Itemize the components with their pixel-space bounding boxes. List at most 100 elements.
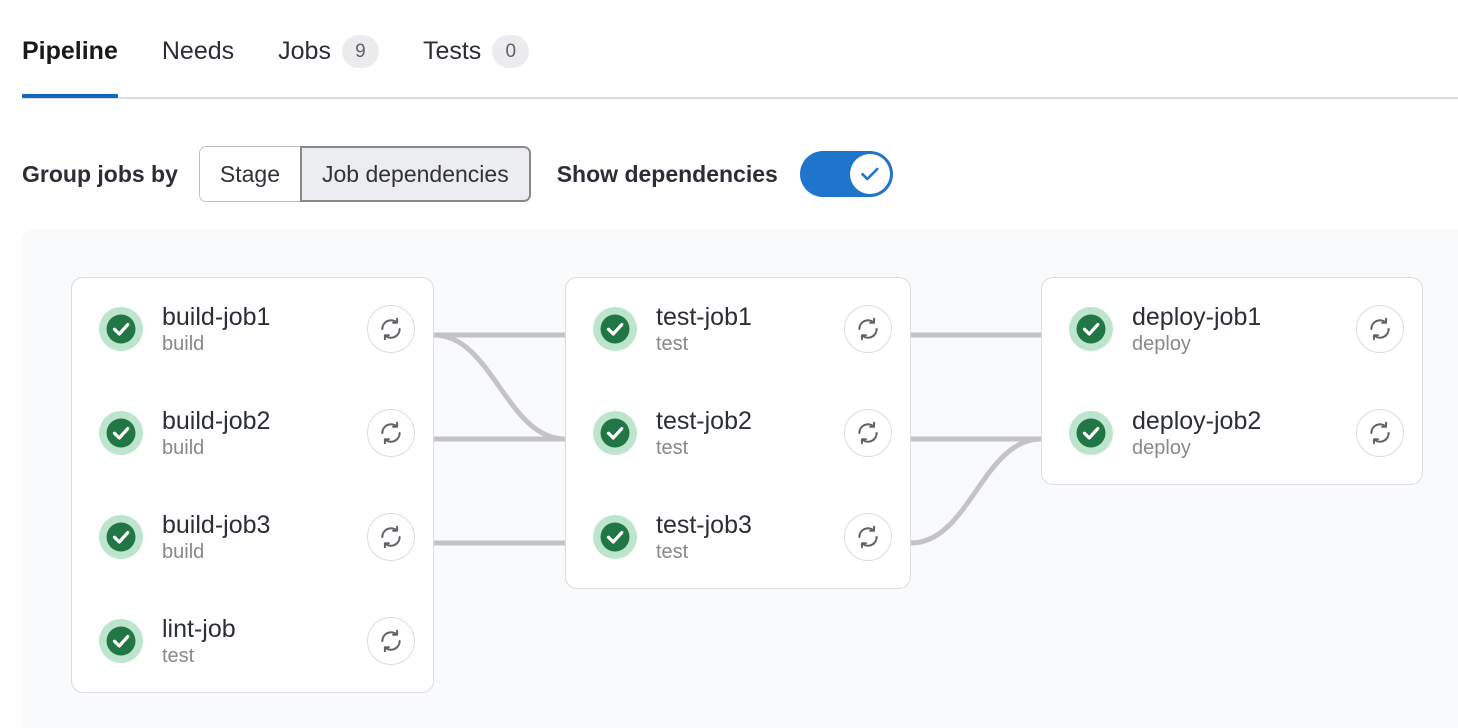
job-build-job1[interactable]: build-job1 build [72,298,433,360]
job-build-job2[interactable]: build-job2 build [72,402,433,464]
retry-icon[interactable] [367,617,415,665]
link-build-job1-test-job2 [433,332,566,442]
success-check-icon [1069,411,1113,455]
show-dependencies-label: Show dependencies [556,160,778,187]
job-test-job1[interactable]: test-job1 test [566,298,910,360]
status-success-icon[interactable] [98,410,144,456]
job-stage: build [162,436,205,459]
group-jobs-by-segmented-control: Stage Job dependencies [198,146,531,202]
success-check-icon [99,515,143,559]
status-success-icon[interactable] [1068,306,1114,352]
job-name: deploy-job2 [1132,406,1262,435]
retry-glyph [381,629,401,653]
job-label-group[interactable]: test-job3 test [656,510,834,565]
retry-icon[interactable] [1356,409,1404,457]
job-stage: build [162,540,205,563]
job-label-group[interactable]: deploy-job1 deploy [1132,302,1346,357]
check-icon [861,167,879,181]
job-stage: deploy [1132,332,1191,355]
tab-active-indicator [22,94,118,98]
job-label-group[interactable]: lint-job test [162,614,357,669]
tab-label: Needs [161,37,235,65]
status-success-icon[interactable] [592,410,638,456]
job-name: deploy-job1 [1132,302,1262,331]
group-jobs-by-label: Group jobs by [22,160,178,187]
link-test-job3-deploy-job2 [910,436,1042,546]
retry-icon[interactable] [367,409,415,457]
job-build-job3[interactable]: build-job3 build [72,506,433,568]
success-check-icon [99,619,143,663]
build-column: build-job1 build b [71,277,434,693]
group-by-job-dependencies-button[interactable]: Job dependencies [300,146,531,202]
success-check-icon [99,307,143,351]
tab-needs[interactable]: Needs [162,28,256,74]
status-success-icon[interactable] [98,618,144,664]
retry-icon[interactable] [844,513,892,561]
tab-tests-count-badge: 0 [492,34,530,68]
job-name: build-job3 [162,510,271,539]
retry-icon[interactable] [844,305,892,353]
retry-glyph [858,421,878,445]
tabs-bottom-border [22,97,1458,99]
job-test-job2[interactable]: test-job2 test [566,402,910,464]
retry-glyph [1370,421,1390,445]
job-stage: test [656,540,689,563]
job-test-job3[interactable]: test-job3 test [566,506,910,568]
tab-label: Jobs [278,37,331,65]
retry-icon[interactable] [844,409,892,457]
success-check-icon [593,515,637,559]
job-stage: test [656,436,689,459]
status-success-icon[interactable] [592,306,638,352]
tab-list: Pipeline Needs Jobs 9 Tests 0 [22,28,573,98]
retry-glyph [381,317,401,341]
job-lint-job[interactable]: lint-job test [72,610,433,672]
job-stage: test [656,332,689,355]
success-check-icon [1069,307,1113,351]
tab-label: Tests [422,37,482,65]
tab-pipeline[interactable]: Pipeline [22,28,140,98]
retry-glyph [1370,317,1390,341]
job-name: lint-job [162,614,236,643]
retry-glyph [381,525,401,549]
status-success-icon[interactable] [98,306,144,352]
tab-label: Pipeline [22,37,118,65]
job-label-group[interactable]: build-job3 build [162,510,357,565]
toggle-knob [849,154,890,194]
job-deploy-job1[interactable]: deploy-job1 deploy [1042,298,1422,360]
retry-icon[interactable] [367,305,415,353]
show-dependencies-toggle[interactable] [799,151,893,197]
retry-icon[interactable] [367,513,415,561]
success-check-icon [99,411,143,455]
test-column: test-job1 test tes [565,277,911,589]
pipeline-graph-canvas: build-job1 build b [22,230,1458,728]
retry-icon[interactable] [1356,305,1404,353]
deploy-column: deploy-job1 deploy [1041,277,1423,485]
job-stage: test [162,644,195,667]
retry-glyph [381,421,401,445]
job-name: build-job1 [162,302,271,331]
success-check-icon [593,307,637,351]
tab-jobs-count-badge: 9 [341,34,379,68]
tab-jobs[interactable]: Jobs 9 [278,28,401,74]
job-stage: deploy [1132,436,1191,459]
retry-glyph [858,525,878,549]
job-label-group[interactable]: test-job2 test [656,406,834,461]
status-success-icon[interactable] [98,514,144,560]
job-deploy-job2[interactable]: deploy-job2 deploy [1042,402,1422,464]
tab-tests[interactable]: Tests 0 [423,28,551,74]
retry-glyph [858,317,878,341]
status-success-icon[interactable] [1068,410,1114,456]
job-name: test-job2 [656,406,752,435]
tabs-bar: Pipeline Needs Jobs 9 Tests 0 [0,0,1458,100]
job-name: build-job2 [162,406,271,435]
success-check-icon [593,411,637,455]
job-name: test-job1 [656,302,752,331]
group-by-stage-button[interactable]: Stage [198,146,300,202]
job-name: test-job3 [656,510,752,539]
job-stage: build [162,332,205,355]
job-label-group[interactable]: test-job1 test [656,302,834,357]
job-label-group[interactable]: build-job2 build [162,406,357,461]
job-label-group[interactable]: build-job1 build [162,302,357,357]
job-label-group[interactable]: deploy-job2 deploy [1132,406,1346,461]
status-success-icon[interactable] [592,514,638,560]
